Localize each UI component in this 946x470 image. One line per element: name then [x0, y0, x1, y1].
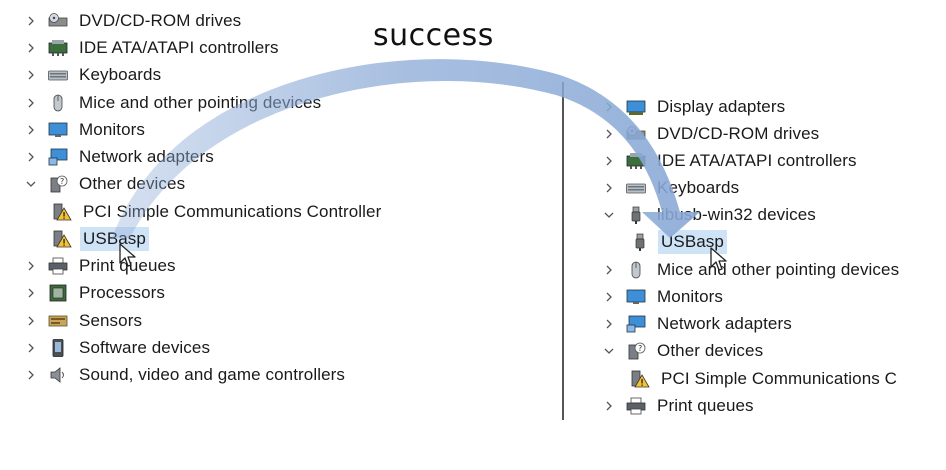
mouse-cursor-icon	[119, 243, 136, 267]
chevron-right-icon[interactable]	[602, 100, 616, 114]
tree-item-keyboards[interactable]: Keyboards	[602, 174, 742, 201]
chevron-down-icon[interactable]	[24, 177, 38, 191]
svg-text:?: ?	[60, 177, 64, 186]
tree-item-sensors[interactable]: Sensors	[24, 307, 145, 334]
chevron-right-icon[interactable]	[24, 96, 38, 110]
chevron-right-icon[interactable]	[24, 41, 38, 55]
chevron-right-icon[interactable]	[24, 259, 38, 273]
tree-item-pci-simple-communications-controller[interactable]: PCI Simple Communications Controller	[52, 198, 384, 225]
usb-plug-icon	[626, 206, 646, 224]
mouse-icon	[626, 261, 646, 279]
sensor-icon	[48, 312, 68, 330]
left-device-manager-tree: DVD/CD-ROM drives IDE ATA/ATAPI controll…	[0, 7, 560, 400]
ide-controller-icon	[48, 39, 68, 57]
chevron-right-icon[interactable]	[602, 127, 616, 141]
chevron-right-icon[interactable]	[24, 368, 38, 382]
chevron-right-icon[interactable]	[602, 290, 616, 304]
warning-device-icon	[52, 230, 72, 248]
tree-item-monitors[interactable]: Monitors	[602, 283, 726, 310]
printer-icon	[48, 257, 68, 275]
tree-item-keyboards[interactable]: Keyboards	[24, 61, 164, 88]
dvd-drive-icon	[626, 125, 646, 143]
bottom-fade	[0, 392, 560, 400]
chevron-down-icon[interactable]	[602, 208, 616, 222]
chevron-right-icon[interactable]	[602, 181, 616, 195]
chevron-right-icon[interactable]	[24, 14, 38, 28]
tree-item-dvd-cd-rom-drives[interactable]: DVD/CD-ROM drives	[24, 7, 244, 34]
chevron-right-icon[interactable]	[24, 314, 38, 328]
software-device-icon	[48, 338, 68, 357]
mouse-icon	[48, 94, 68, 112]
dvd-drive-icon	[48, 12, 68, 30]
tree-item-other-devices[interactable]: ? Other devices	[602, 337, 766, 364]
keyboard-icon	[626, 179, 646, 197]
monitor-icon	[48, 121, 68, 139]
tree-item-libusb-win32-devices[interactable]: libusb-win32 devices	[602, 201, 819, 228]
chevron-right-icon[interactable]	[602, 317, 616, 331]
chevron-down-icon[interactable]	[602, 344, 616, 358]
unknown-device-icon: ?	[48, 175, 68, 193]
tree-item-pci-simple-communications-controller[interactable]: PCI Simple Communications C	[630, 365, 900, 392]
chevron-right-icon[interactable]	[24, 150, 38, 164]
processor-icon	[48, 284, 68, 302]
printer-icon	[626, 397, 646, 415]
chevron-right-icon[interactable]	[602, 154, 616, 168]
tree-item-mice[interactable]: Mice and other pointing devices	[24, 89, 324, 116]
svg-text:?: ?	[638, 344, 642, 353]
network-adapter-icon	[626, 315, 646, 333]
chevron-right-icon[interactable]	[602, 263, 616, 277]
chevron-right-icon[interactable]	[602, 399, 616, 413]
mouse-cursor-icon	[710, 247, 727, 271]
tree-item-software-devices[interactable]: Software devices	[24, 334, 213, 361]
speaker-icon	[48, 366, 68, 384]
network-adapter-icon	[48, 148, 68, 166]
warning-device-icon	[630, 370, 650, 388]
chevron-right-icon[interactable]	[24, 68, 38, 82]
tree-item-ide-ata-atapi-controllers[interactable]: IDE ATA/ATAPI controllers	[602, 147, 860, 174]
usb-plug-icon	[630, 233, 650, 251]
tree-item-other-devices[interactable]: ? Other devices	[24, 170, 188, 197]
chevron-right-icon[interactable]	[24, 123, 38, 137]
tree-item-display-adapters[interactable]: Display adapters	[602, 93, 788, 120]
tree-item-print-queues[interactable]: Print queues	[602, 392, 757, 419]
success-label: success	[373, 18, 494, 53]
display-adapter-icon	[626, 98, 646, 116]
right-device-manager-tree: Display adapters DVD/CD-ROM drives IDE A…	[566, 0, 946, 420]
tree-item-processors[interactable]: Processors	[24, 279, 168, 306]
panel-divider	[562, 82, 564, 420]
tree-item-monitors[interactable]: Monitors	[24, 116, 148, 143]
tree-item-network-adapters[interactable]: Network adapters	[602, 310, 795, 337]
tree-item-sound-video-game-controllers[interactable]: Sound, video and game controllers	[24, 361, 348, 388]
chevron-right-icon[interactable]	[24, 341, 38, 355]
tree-item-print-queues[interactable]: Print queues	[24, 252, 179, 279]
unknown-device-icon: ?	[626, 342, 646, 360]
tree-item-ide-ata-atapi-controllers[interactable]: IDE ATA/ATAPI controllers	[24, 34, 282, 61]
tree-item-dvd-cd-rom-drives[interactable]: DVD/CD-ROM drives	[602, 120, 822, 147]
chevron-right-icon[interactable]	[24, 286, 38, 300]
keyboard-icon	[48, 66, 68, 84]
monitor-icon	[626, 288, 646, 306]
tree-item-network-adapters[interactable]: Network adapters	[24, 143, 217, 170]
ide-controller-icon	[626, 152, 646, 170]
warning-device-icon	[52, 203, 72, 221]
tree-item-mice[interactable]: Mice and other pointing devices	[602, 256, 902, 283]
